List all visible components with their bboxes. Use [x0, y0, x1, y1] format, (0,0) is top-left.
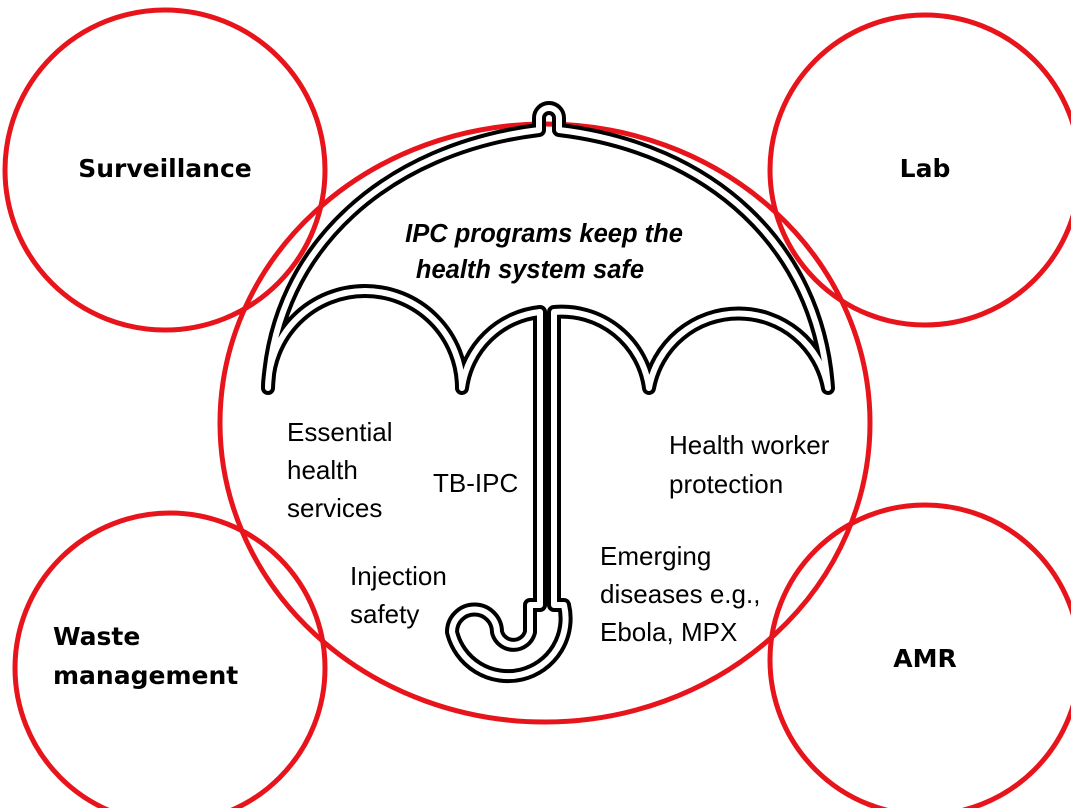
emerging-diseases-line2: diseases e.g., [600, 579, 760, 609]
umbrella-title-line1: IPC programs keep the [405, 220, 683, 248]
injection-safety-line1: Injection [350, 561, 447, 591]
lab-label: Lab [900, 154, 951, 183]
emerging-diseases-line3: Ebola, MPX [600, 617, 737, 647]
health-worker-line1: Health worker [669, 430, 830, 460]
injection-safety-line2: safety [350, 599, 419, 629]
health-worker-line2: protection [669, 469, 783, 499]
waste-label-line2: management [53, 661, 238, 690]
essential-health-line2: health [287, 455, 358, 485]
surveillance-circle [2, 7, 328, 333]
waste-management-circle [12, 510, 328, 808]
essential-health-line1: Essential [287, 417, 393, 447]
umbrella-title-line2: health system safe [416, 256, 644, 284]
waste-label-line1: Waste [53, 622, 140, 651]
satellite-circles [2, 7, 1071, 808]
amr-circle [767, 502, 1071, 808]
essential-health-line3: services [287, 493, 382, 523]
amr-label: AMR [893, 644, 956, 673]
emerging-diseases-line1: Emerging [600, 541, 711, 571]
surveillance-label: Surveillance [78, 154, 252, 183]
tb-ipc-label: TB-IPC [433, 468, 518, 498]
umbrella-icon [261, 101, 835, 684]
lab-circle [767, 12, 1071, 328]
umbrella-canopy-inner [265, 105, 831, 680]
